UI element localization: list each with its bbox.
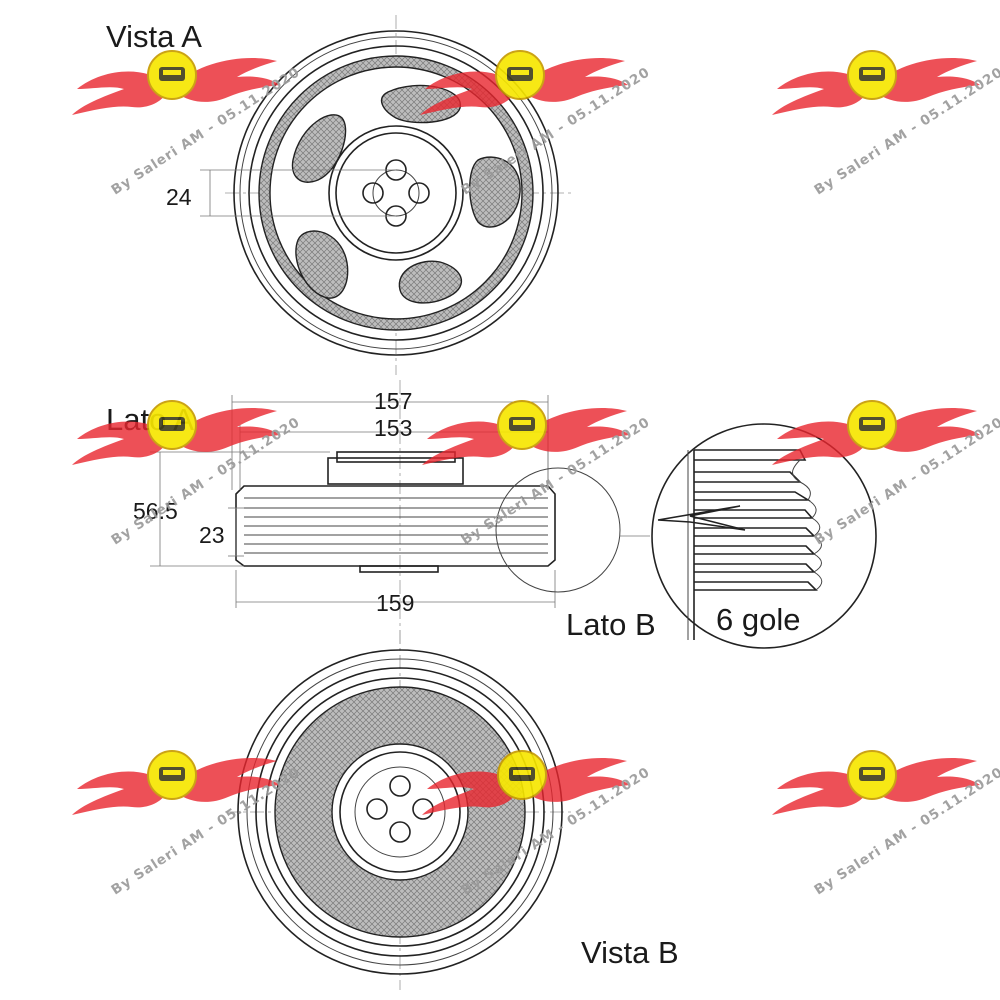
rear-view-label: Vista B — [581, 935, 679, 970]
spoke-window — [291, 84, 521, 304]
diameter-159-dimension: 159 — [376, 590, 414, 616]
watermark-layer: By Saleri AM - 05.11.2020 By Saleri AM -… — [71, 50, 1000, 898]
diameter-153-dimension: 153 — [374, 415, 412, 441]
grooves-count-label: 6 gole — [716, 602, 800, 637]
belt-width-dimension: 23 — [199, 522, 225, 548]
diameter-157-dimension: 157 — [374, 388, 412, 414]
bolt-circle-dimension: 24 — [166, 184, 192, 210]
detail-view-label: Lato B — [566, 607, 656, 642]
width-56-5-dimension: 56.5 — [133, 498, 178, 524]
front-view-label: Vista A — [106, 19, 202, 54]
rear-view: Vista B — [225, 630, 679, 990]
front-view: 24 Vista A — [106, 15, 575, 375]
